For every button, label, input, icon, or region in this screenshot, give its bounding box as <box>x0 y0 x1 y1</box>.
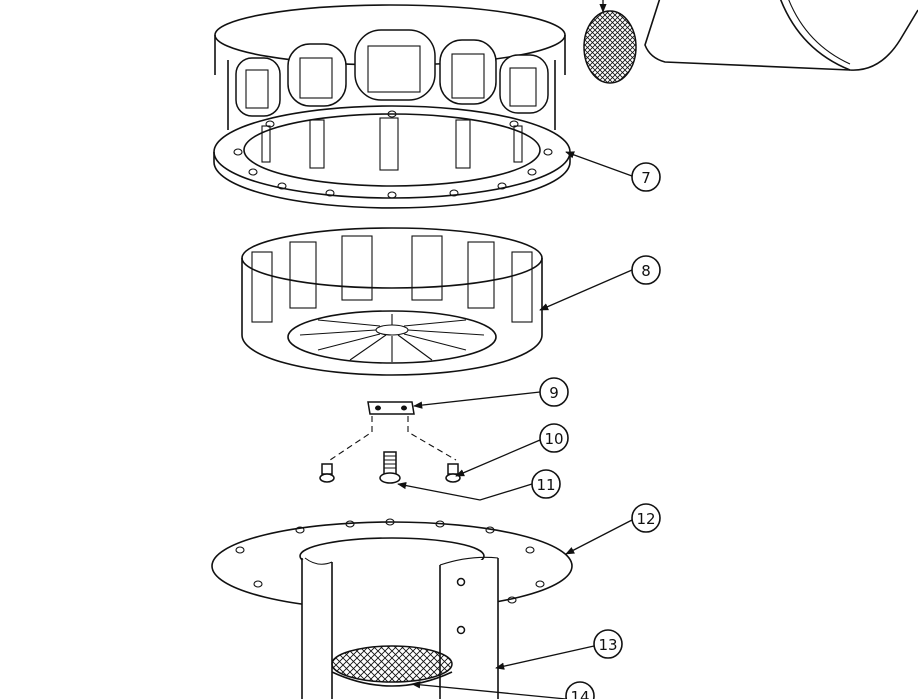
callout-12-label: 12 <box>636 510 655 528</box>
callout-9: 9 <box>539 377 569 407</box>
callout-10: 10 <box>539 423 569 453</box>
mesh-screen <box>583 0 637 84</box>
callout-13: 13 <box>593 629 623 659</box>
callout-8-label: 8 <box>641 262 651 280</box>
spokes <box>299 314 485 362</box>
part-9-plate <box>329 401 457 461</box>
callout-11: 11 <box>531 469 561 499</box>
callout-7: 7 <box>631 162 661 192</box>
callout-8: 8 <box>631 255 661 285</box>
callout-13-label: 13 <box>598 636 617 654</box>
flange-bolt-holes <box>233 110 553 199</box>
inlet-pipe <box>644 0 918 71</box>
part-11-bolt <box>379 451 401 484</box>
part-13-cylinder <box>301 556 499 699</box>
base-bolt-holes <box>235 518 545 604</box>
part-7-ported-housing <box>213 4 571 209</box>
housing-ports <box>235 29 549 117</box>
callout-7-label: 7 <box>641 169 651 187</box>
callout-12: 12 <box>631 503 661 533</box>
callout-14-label: 14 <box>570 688 589 699</box>
callout-9-label: 9 <box>549 384 559 402</box>
callout-10-label: 10 <box>544 430 563 448</box>
part-8-slotted-cage <box>241 227 543 376</box>
housing-inner-slots <box>261 117 523 171</box>
cage-slots <box>251 235 533 323</box>
callout-11-label: 11 <box>536 476 555 494</box>
callout-14: 14 <box>565 681 595 699</box>
leader-lines <box>397 151 633 699</box>
